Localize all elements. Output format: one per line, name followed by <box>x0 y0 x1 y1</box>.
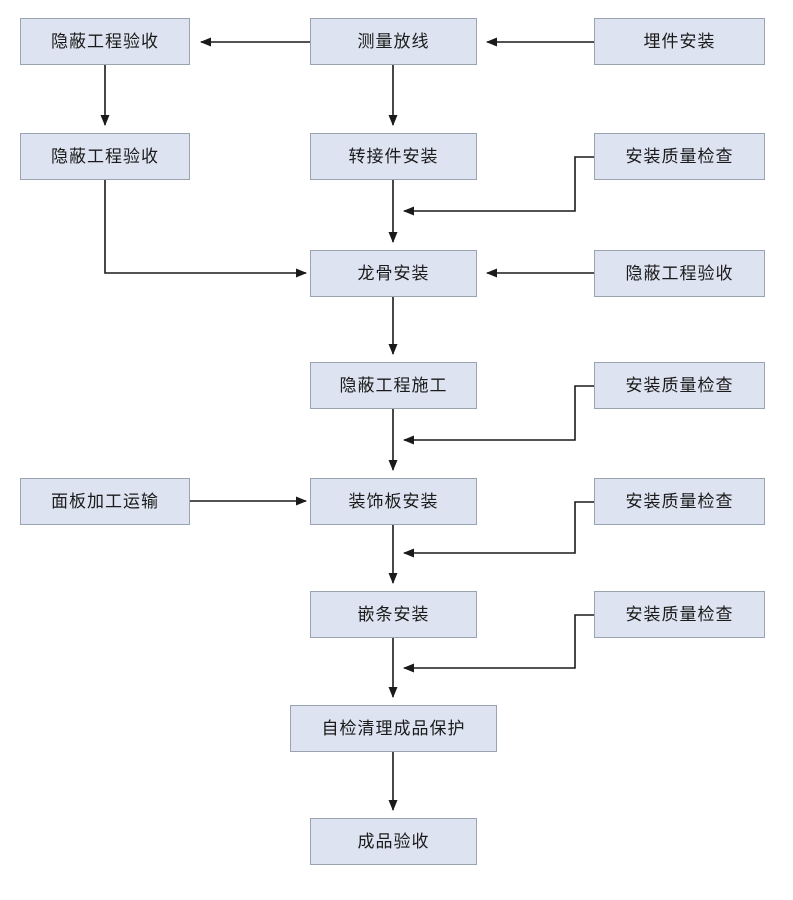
node-maijian-anzhuang[interactable]: 埋件安装 <box>594 18 765 65</box>
node-qiantiao-anzhuang[interactable]: 嵌条安装 <box>310 591 477 638</box>
edge-yinbi-row2-to-longgu <box>104 180 307 278</box>
node-anzhuang-zhiliang-jiancha-2[interactable]: 安装质量检查 <box>594 362 765 409</box>
node-mianban-jiagong-yunshu[interactable]: 面板加工运输 <box>20 478 190 525</box>
node-anzhuang-zhiliang-jiancha-4[interactable]: 安装质量检查 <box>594 591 765 638</box>
node-label: 测量放线 <box>357 32 430 51</box>
node-label: 安装质量检查 <box>625 492 734 511</box>
node-yinbi-gongcheng-yanshou-top[interactable]: 隐蔽工程验收 <box>20 18 190 65</box>
node-zhuanjiejian-anzhuang[interactable]: 转接件安装 <box>310 133 477 180</box>
node-chengpin-yanshou[interactable]: 成品验收 <box>310 818 477 865</box>
node-label: 成品验收 <box>357 832 430 851</box>
node-yinbi-gongcheng-yanshou-right[interactable]: 隐蔽工程验收 <box>594 250 765 297</box>
node-label: 隐蔽工程施工 <box>339 376 448 395</box>
node-longgu-anzhuang[interactable]: 龙骨安装 <box>310 250 477 297</box>
node-label: 隐蔽工程验收 <box>51 147 159 166</box>
node-label: 隐蔽工程验收 <box>51 32 159 51</box>
node-label: 嵌条安装 <box>357 605 430 624</box>
node-zijian-qingli-chengpin-baohu[interactable]: 自检清理成品保护 <box>290 705 497 752</box>
node-anzhuang-zhiliang-jiancha-3[interactable]: 安装质量检查 <box>594 478 765 525</box>
node-label: 转接件安装 <box>348 147 439 166</box>
node-anzhuang-zhiliang-jiancha-1[interactable]: 安装质量检查 <box>594 133 765 180</box>
node-label: 安装质量检查 <box>625 376 734 395</box>
node-label: 龙骨安装 <box>357 264 430 283</box>
node-label: 装饰板安装 <box>348 492 439 511</box>
node-celiang-fangxian[interactable]: 测量放线 <box>310 18 477 65</box>
node-label: 隐蔽工程验收 <box>625 264 734 283</box>
node-yinbi-gongcheng-shigong[interactable]: 隐蔽工程施工 <box>310 362 477 409</box>
node-label: 面板加工运输 <box>51 492 159 511</box>
node-label: 安装质量检查 <box>625 605 734 624</box>
node-label: 自检清理成品保护 <box>321 719 466 738</box>
node-label: 安装质量检查 <box>625 147 734 166</box>
node-zhuangshiban-anzhuang[interactable]: 装饰板安装 <box>310 478 477 525</box>
node-yinbi-gongcheng-yanshou-left2[interactable]: 隐蔽工程验收 <box>20 133 190 180</box>
node-label: 埋件安装 <box>643 32 716 51</box>
